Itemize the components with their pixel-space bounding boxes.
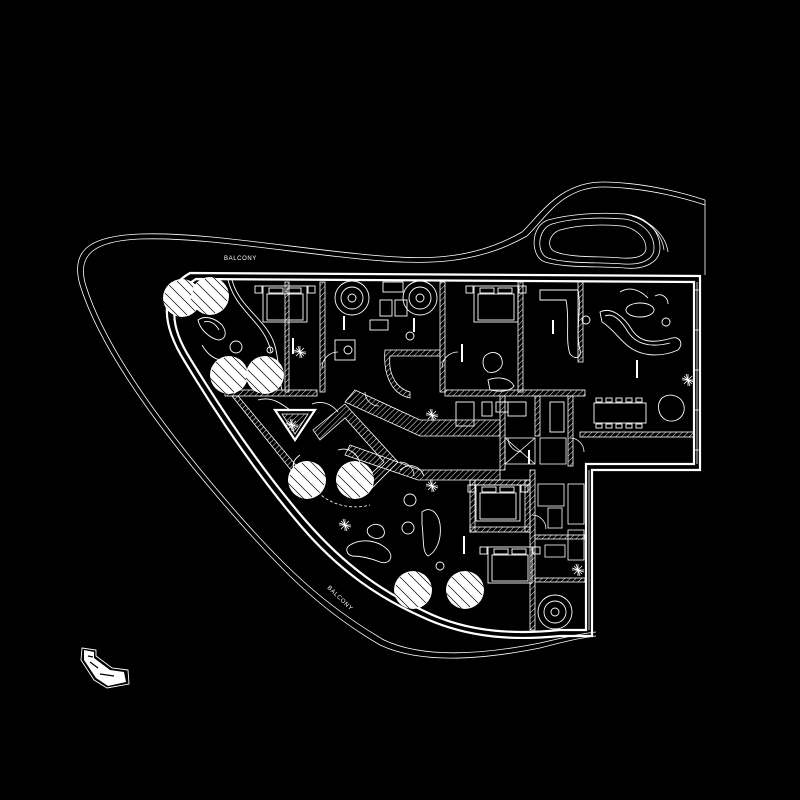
plant-icon — [425, 408, 439, 422]
balcony-label-bottom: BALCONY — [326, 585, 354, 612]
plant-icon — [571, 563, 585, 577]
round-rug-icon — [537, 594, 573, 630]
elevator-core — [504, 437, 585, 561]
living-room-right — [539, 288, 685, 429]
window-mullions — [588, 282, 700, 630]
round-rug-icon — [334, 280, 370, 316]
tree-icon — [245, 355, 285, 395]
plant-icon — [338, 518, 352, 532]
tree-icon — [445, 570, 485, 610]
bed-icon — [465, 285, 527, 323]
room-tags — [292, 316, 638, 554]
building-walls — [165, 271, 702, 640]
triangle-feature — [257, 398, 371, 508]
balcony-outline — [77, 181, 706, 659]
plant-icon — [293, 345, 307, 359]
tree-icon — [335, 460, 375, 500]
lounge-lower-left — [346, 465, 445, 571]
plant-icon — [425, 479, 439, 493]
bed-icon — [467, 484, 529, 522]
round-rug-icon — [402, 280, 438, 316]
door-swings — [321, 351, 585, 530]
tree-icon — [209, 355, 249, 395]
lounge-upper-left — [197, 317, 274, 361]
curved-partition-2 — [227, 279, 272, 353]
bathroom-fixtures-upper — [334, 281, 565, 433]
plants — [285, 345, 695, 577]
plant-icon — [681, 373, 695, 387]
bedroom-chairs — [482, 352, 515, 392]
balcony-label-top: BALCONY — [224, 256, 257, 262]
tree-icon — [190, 276, 230, 316]
tree-icon — [393, 570, 433, 610]
key-plan-thumbnail-icon — [80, 647, 130, 689]
pool — [533, 212, 669, 269]
